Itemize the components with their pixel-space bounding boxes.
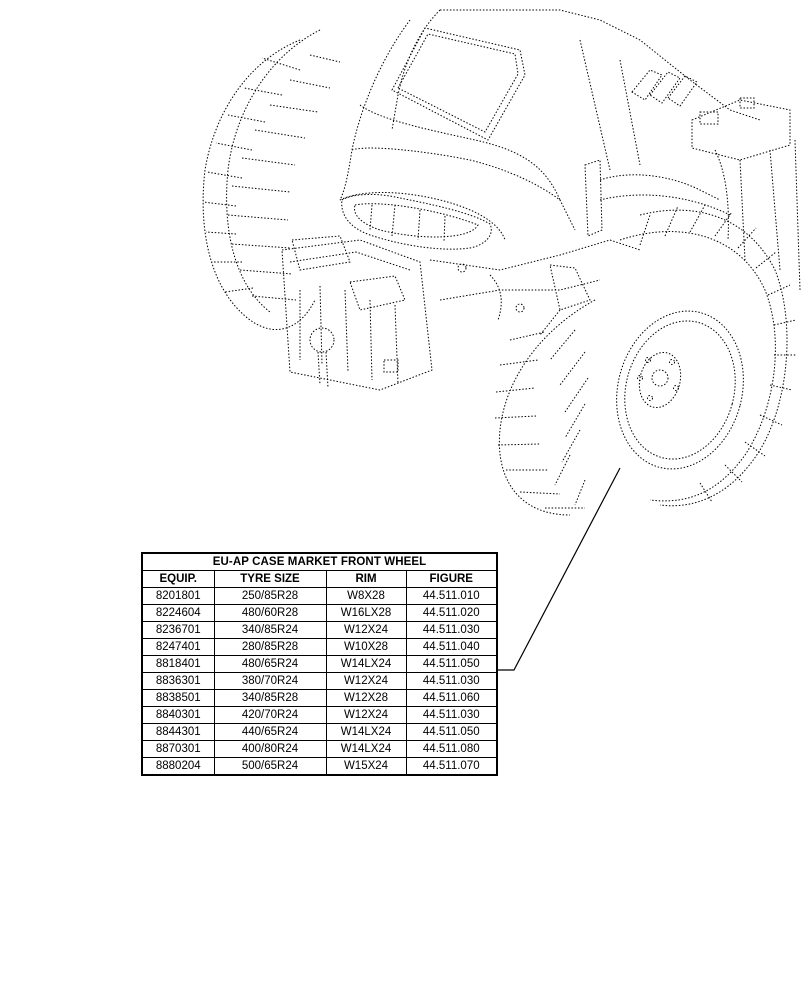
table-row: 8247401 280/85R28 W10X28 44.511.040 bbox=[141, 638, 498, 656]
figure-cell: 44.511.070 bbox=[405, 757, 498, 776]
headlight bbox=[341, 193, 492, 250]
rim-cell: W16LX28 bbox=[325, 604, 407, 622]
left-front-tyre bbox=[202, 29, 341, 330]
figure-cell: 44.511.060 bbox=[405, 689, 498, 707]
table-row: 8836301 380/70R24 W12X24 44.511.030 bbox=[141, 672, 498, 690]
rim-cell: W10X28 bbox=[325, 638, 407, 656]
side-vents bbox=[584, 69, 698, 237]
tyre-size-cell: 500/65R24 bbox=[213, 757, 327, 776]
equip-cell: 8818401 bbox=[141, 655, 215, 673]
equip-cell: 8224604 bbox=[141, 604, 215, 622]
table-row: 8844301 440/65R24 W14LX24 44.511.050 bbox=[141, 723, 498, 741]
tyre-spec-table: EU-AP CASE MARKET FRONT WHEEL EQUIP. TYR… bbox=[141, 552, 499, 776]
tyre-size-cell: 480/65R24 bbox=[213, 655, 327, 673]
equip-cell: 8840301 bbox=[141, 706, 215, 724]
equip-cell: 8838501 bbox=[141, 689, 215, 707]
column-header-figure: FIGURE bbox=[405, 570, 498, 588]
table-header-row: EQUIP. TYRE SIZE RIM FIGURE bbox=[141, 570, 498, 588]
figure-cell: 44.511.030 bbox=[405, 706, 498, 724]
figure-cell: 44.511.010 bbox=[405, 587, 498, 605]
rim-cell: W12X24 bbox=[325, 706, 407, 724]
table-row: 8224604 480/60R28 W16LX28 44.511.020 bbox=[141, 604, 498, 622]
equip-cell: 8844301 bbox=[141, 723, 215, 741]
figure-cell: 44.511.020 bbox=[405, 604, 498, 622]
table-title-row: EU-AP CASE MARKET FRONT WHEEL bbox=[141, 552, 498, 571]
equip-cell: 8870301 bbox=[141, 740, 215, 758]
right-front-tyre bbox=[494, 204, 797, 516]
tyre-size-cell: 420/70R24 bbox=[213, 706, 327, 724]
column-header-equip: EQUIP. bbox=[141, 570, 215, 588]
figure-cell: 44.511.040 bbox=[405, 638, 498, 656]
table-row: 8201801 250/85R28 W8X28 44.511.010 bbox=[141, 587, 498, 605]
tyre-size-cell: 440/65R24 bbox=[213, 723, 327, 741]
tyre-size-cell: 340/85R28 bbox=[213, 689, 327, 707]
equip-cell: 8247401 bbox=[141, 638, 215, 656]
tyre-size-cell: 340/85R24 bbox=[213, 621, 327, 639]
equip-cell: 8880204 bbox=[141, 757, 215, 776]
rim-cell: W12X28 bbox=[325, 689, 407, 707]
figure-cell: 44.511.030 bbox=[405, 672, 498, 690]
equip-cell: 8236701 bbox=[141, 621, 215, 639]
rim-cell: W12X24 bbox=[325, 672, 407, 690]
figure-cell: 44.511.030 bbox=[405, 621, 498, 639]
table-row: 8880204 500/65R24 W15X24 44.511.070 bbox=[141, 757, 498, 776]
engine-components bbox=[691, 97, 801, 291]
rim-cell: W14LX24 bbox=[325, 655, 407, 673]
tyre-size-cell: 380/70R24 bbox=[213, 672, 327, 690]
hood bbox=[339, 9, 761, 241]
column-header-tyre-size: TYRE SIZE bbox=[213, 570, 327, 588]
front-axle bbox=[429, 174, 731, 321]
rim-cell: W15X24 bbox=[325, 757, 407, 776]
front-weights bbox=[281, 235, 433, 391]
table-row: 8818401 480/65R24 W14LX24 44.511.050 bbox=[141, 655, 498, 673]
figure-cell: 44.511.050 bbox=[405, 723, 498, 741]
rim-cell: W8X28 bbox=[325, 587, 407, 605]
equip-cell: 8201801 bbox=[141, 587, 215, 605]
figure-cell: 44.511.050 bbox=[405, 655, 498, 673]
equip-cell: 8836301 bbox=[141, 672, 215, 690]
rim-cell: W14LX24 bbox=[325, 740, 407, 758]
tyre-size-cell: 480/60R28 bbox=[213, 604, 327, 622]
table-row: 8838501 340/85R28 W12X28 44.511.060 bbox=[141, 689, 498, 707]
table-row: 8236701 340/85R24 W12X24 44.511.030 bbox=[141, 621, 498, 639]
table-row: 8870301 400/80R24 W14LX24 44.511.080 bbox=[141, 740, 498, 758]
column-header-rim: RIM bbox=[325, 570, 407, 588]
tyre-size-cell: 250/85R28 bbox=[213, 587, 327, 605]
rim-cell: W12X24 bbox=[325, 621, 407, 639]
tyre-size-cell: 280/85R28 bbox=[213, 638, 327, 656]
tyre-size-cell: 400/80R24 bbox=[213, 740, 327, 758]
rim-cell: W14LX24 bbox=[325, 723, 407, 741]
figure-cell: 44.511.080 bbox=[405, 740, 498, 758]
table-row: 8840301 420/70R24 W12X24 44.511.030 bbox=[141, 706, 498, 724]
leader-line bbox=[497, 467, 621, 671]
table-title: EU-AP CASE MARKET FRONT WHEEL bbox=[141, 552, 498, 571]
